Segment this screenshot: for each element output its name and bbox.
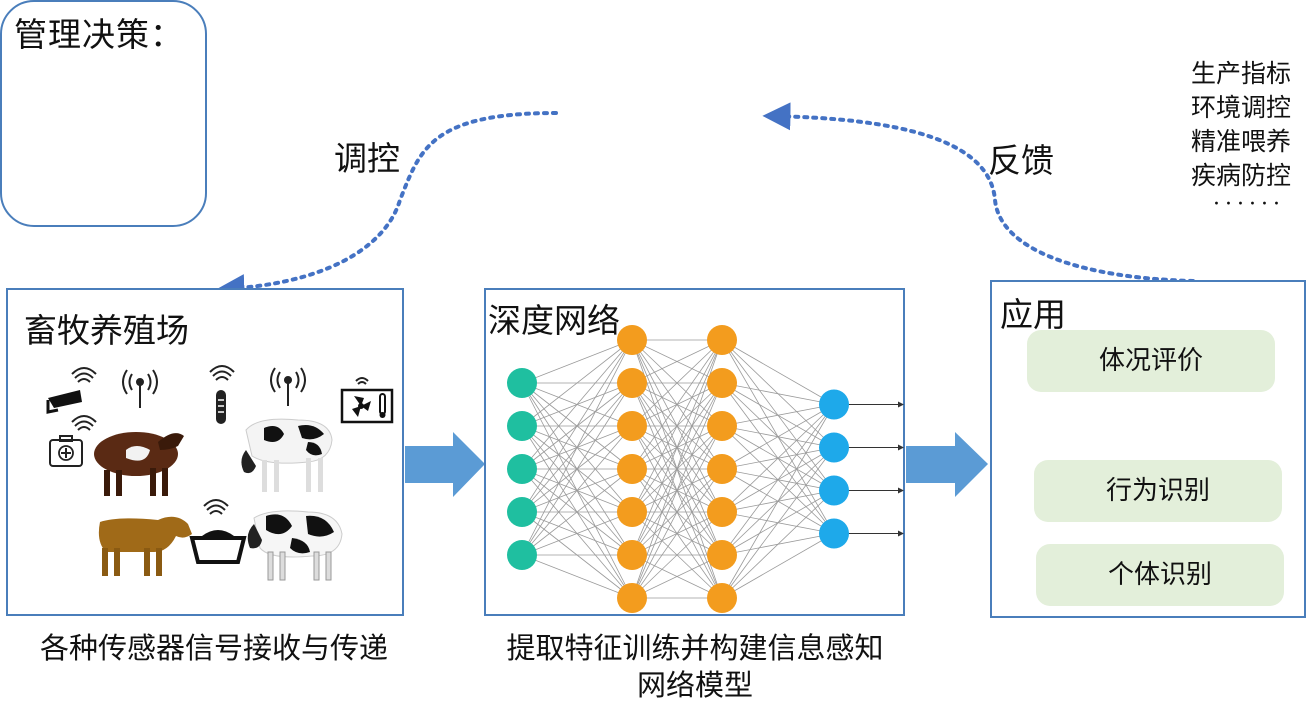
- network-connection: [521, 382, 633, 556]
- cow-image-1: [94, 432, 184, 496]
- cow-image-3: [98, 516, 192, 576]
- network-connection: [631, 339, 723, 384]
- feedback-label: 反馈: [988, 141, 1054, 180]
- network-node: [617, 540, 647, 570]
- app-item-behavior-recognition: 行为识别: [1034, 460, 1282, 522]
- network-node: [707, 411, 737, 441]
- application-panel: 应用 体况评价 行为识别 个体识别: [990, 280, 1306, 618]
- network-node: [617, 411, 647, 441]
- network-connection: [631, 511, 723, 599]
- network-node: [617, 368, 647, 398]
- network-connection: [631, 339, 723, 427]
- network-node: [507, 368, 537, 398]
- application-title: 应用: [1000, 295, 1066, 334]
- network-node: [819, 389, 849, 420]
- network-connection: [631, 339, 723, 470]
- management-item: 环境调控: [1190, 93, 1291, 122]
- network-connection: [521, 425, 633, 556]
- management-title: 管理决策：: [14, 15, 184, 54]
- farm-caption: 各种传感器信号接收与传递: [39, 631, 388, 665]
- app-item-individual-recognition: 个体识别: [1036, 544, 1284, 606]
- management-item: 生产指标: [1190, 59, 1291, 88]
- wifi-icon: [71, 365, 369, 515]
- management-item: 疾病防控: [1190, 161, 1291, 190]
- network-node: [617, 325, 647, 355]
- network-connection: [521, 468, 633, 556]
- network-node: [707, 368, 737, 398]
- network-node: [617, 497, 647, 527]
- network-connection: [721, 382, 835, 405]
- network-node: [617, 583, 647, 613]
- farm-to-network-arrow: [405, 432, 485, 497]
- network-connection: [631, 339, 723, 556]
- network-node: [617, 454, 647, 484]
- network-connection: [721, 404, 835, 470]
- cow-image-4: [247, 510, 343, 581]
- network-connection: [521, 339, 633, 470]
- network-connection: [631, 382, 723, 599]
- cow-image-2: [241, 418, 333, 492]
- network-node: [507, 411, 537, 441]
- network-node: [707, 540, 737, 570]
- network-title: 深度网络: [488, 301, 620, 340]
- network-node: [819, 475, 849, 506]
- network-node: [707, 325, 737, 355]
- network-node: [707, 583, 737, 613]
- management-ellipsis: ······: [1213, 192, 1285, 217]
- network-node: [707, 497, 737, 527]
- output-arrowhead: [898, 530, 904, 537]
- network-connection: [631, 425, 723, 599]
- network-to-app-arrow: [906, 432, 988, 497]
- control-dotted-arrow: [216, 111, 558, 303]
- network-node: [507, 540, 537, 570]
- network-connection: [721, 404, 835, 556]
- neural-network-diagram: [507, 325, 904, 613]
- deep-network-panel: 深度网络: [484, 288, 905, 616]
- control-label: 调控: [334, 139, 400, 178]
- network-connection: [721, 339, 835, 405]
- network-node: [507, 454, 537, 484]
- network-connection: [521, 339, 633, 513]
- app-item-body-condition: 体况评价: [1027, 330, 1275, 392]
- network-connection: [721, 404, 835, 513]
- output-arrowhead: [898, 487, 904, 494]
- network-connection: [521, 554, 633, 599]
- probe-sensor-icon: [216, 390, 226, 424]
- network-node: [819, 432, 849, 463]
- farm-panel: 畜牧养殖场: [6, 288, 404, 616]
- feeder-icon: [189, 530, 247, 564]
- antenna-icon: [122, 367, 306, 408]
- management-item: 精准喂养: [1190, 127, 1291, 156]
- network-connection: [521, 339, 633, 427]
- farm-title: 畜牧养殖场: [24, 311, 189, 350]
- network-connection: [721, 533, 835, 599]
- medical-kit-icon: [49, 435, 83, 467]
- network-caption-line1: 提取特征训练并构建信息感知: [506, 631, 884, 665]
- network-node: [707, 454, 737, 484]
- network-connection: [721, 447, 835, 599]
- network-connection: [521, 511, 633, 556]
- fan-thermometer-icon: [340, 388, 394, 424]
- network-connection: [721, 404, 835, 427]
- network-caption-line2: 网络模型: [636, 668, 753, 702]
- network-connection: [631, 554, 723, 599]
- feedback-dotted-arrow: [762, 102, 1195, 283]
- network-connection: [721, 404, 835, 599]
- network-connection: [631, 468, 723, 599]
- network-node: [819, 518, 849, 549]
- network-connection: [521, 339, 633, 384]
- output-arrowhead: [898, 444, 904, 451]
- network-connection: [521, 339, 633, 556]
- network-node: [507, 497, 537, 527]
- network-connection: [631, 339, 723, 513]
- camera-icon: [46, 390, 82, 414]
- management-decision-box: 管理决策： 生产指标 环境调控 精准喂养 疾病防控 ······: [0, 0, 1291, 227]
- output-arrowhead: [898, 401, 904, 408]
- network-connection: [721, 490, 835, 599]
- farm-illustration: [46, 365, 394, 581]
